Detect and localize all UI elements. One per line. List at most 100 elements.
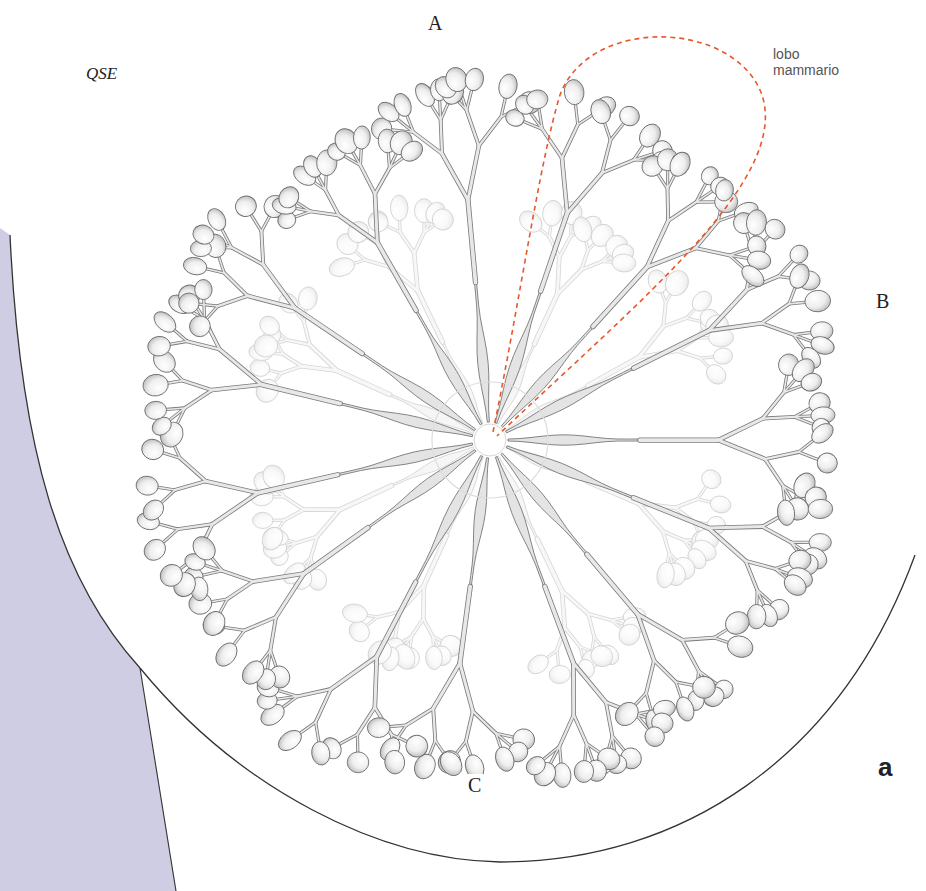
- duct: [284, 510, 304, 521]
- duct-outline: [633, 498, 708, 528]
- lactiferous-duct: [506, 446, 633, 499]
- duct: [562, 125, 578, 158]
- duct: [422, 585, 426, 618]
- lobule: [397, 137, 426, 165]
- duct: [185, 390, 212, 408]
- duct-outline: [763, 417, 795, 419]
- duct: [414, 233, 424, 254]
- duct: [709, 528, 746, 561]
- lobule: [702, 361, 729, 388]
- duct: [572, 663, 575, 715]
- duct: [311, 211, 339, 215]
- duct: [697, 486, 706, 499]
- lactiferous-duct: [415, 310, 482, 425]
- duct-outline: [366, 617, 378, 626]
- duct-outline: [557, 650, 559, 666]
- lobule: [156, 560, 187, 591]
- duct: [258, 475, 338, 493]
- lactiferous-duct: [340, 403, 473, 437]
- duct: [296, 537, 317, 543]
- duct-outline: [284, 497, 304, 510]
- lobule: [616, 102, 644, 130]
- duct-outline: [646, 660, 654, 692]
- duct-outline: [574, 715, 587, 744]
- duct-outline: [634, 331, 709, 369]
- lobule: [525, 88, 549, 110]
- lobe-outline: [493, 37, 765, 436]
- duct: [562, 591, 588, 614]
- duct: [633, 498, 708, 528]
- duct: [433, 708, 435, 740]
- duct: [296, 202, 311, 212]
- duct: [295, 308, 362, 353]
- lobule: [611, 253, 636, 272]
- duct: [406, 708, 433, 725]
- duct-outline: [654, 660, 676, 681]
- lobule: [666, 149, 694, 180]
- lobule: [252, 332, 281, 359]
- duct: [762, 304, 789, 323]
- duct-outline: [212, 493, 258, 524]
- lobule: [709, 494, 733, 515]
- duct-outline: [610, 122, 624, 140]
- duct: [588, 614, 611, 620]
- lactiferous-duct: [495, 457, 545, 587]
- duct-outline: [298, 689, 331, 696]
- duct: [746, 561, 775, 569]
- areola: [432, 382, 548, 498]
- nipple: [474, 424, 506, 456]
- duct-outline: [606, 702, 612, 736]
- duct: [537, 539, 562, 591]
- duct-outline: [337, 371, 390, 395]
- duct-outline: [562, 125, 578, 158]
- duct-outline: [460, 586, 470, 663]
- duct: [187, 341, 219, 349]
- duct-outline: [765, 459, 783, 485]
- duct: [709, 323, 762, 330]
- duct-outline: [414, 253, 418, 291]
- duct: [696, 248, 730, 255]
- duct: [178, 524, 212, 529]
- duct: [284, 497, 304, 510]
- duct: [227, 581, 253, 599]
- lobule: [146, 335, 172, 358]
- duct: [545, 586, 574, 663]
- lobule: [211, 639, 241, 670]
- duct: [250, 213, 261, 231]
- lobule: [496, 72, 519, 100]
- duct-outline: [696, 248, 730, 255]
- duct: [646, 660, 654, 692]
- region-letter: A: [426, 12, 444, 35]
- duct-outline: [287, 340, 309, 345]
- quadrant-label: QSE: [84, 64, 119, 84]
- lobule: [310, 740, 332, 766]
- duct: [668, 202, 696, 221]
- duct-outline: [245, 617, 276, 630]
- duct: [542, 746, 559, 760]
- panel-letter: a: [876, 752, 894, 783]
- duct: [316, 689, 331, 722]
- duct: [206, 481, 258, 493]
- duct: [799, 452, 820, 460]
- duct-outline: [762, 527, 791, 543]
- duct-outline: [602, 160, 634, 173]
- lobule: [402, 732, 431, 761]
- duct-outline: [212, 385, 262, 391]
- duct: [682, 638, 714, 640]
- duct: [460, 586, 470, 663]
- duct-outline: [588, 357, 639, 385]
- duct: [709, 527, 763, 528]
- duct-outline: [682, 640, 698, 671]
- duct: [375, 168, 390, 194]
- duct: [541, 213, 568, 291]
- lobule: [611, 698, 643, 731]
- duct: [317, 510, 340, 537]
- duct: [294, 211, 310, 217]
- duct: [663, 303, 665, 327]
- duct: [375, 194, 377, 242]
- duct-outline: [261, 231, 263, 264]
- lobule: [204, 206, 229, 234]
- chest-wall: [0, 228, 176, 891]
- duct: [245, 617, 276, 630]
- lobule: [390, 195, 408, 221]
